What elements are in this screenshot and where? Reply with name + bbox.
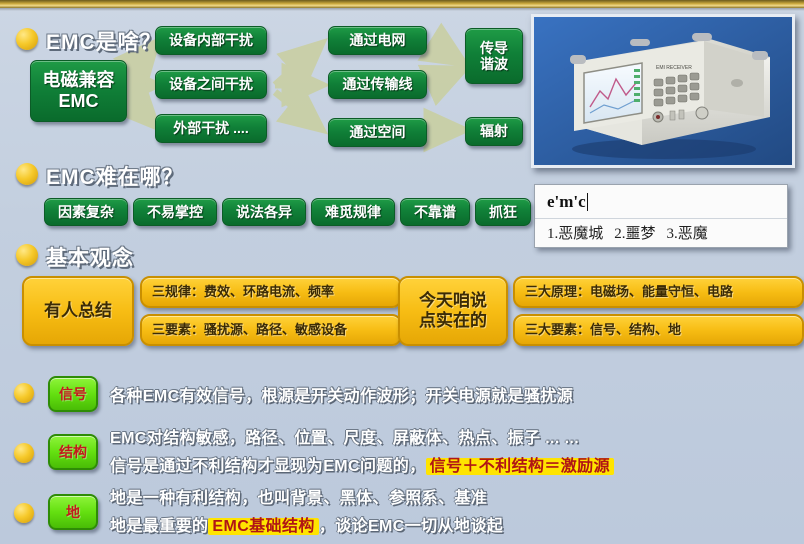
tag-label: 因素复杂 <box>58 203 114 220</box>
diagram-node-via-power-grid[interactable]: 通过电网 <box>328 26 427 55</box>
concept-mid-line2: 点实在的 <box>419 311 487 330</box>
bullet-basic <box>16 244 38 266</box>
concept-row-text: 三要素：骚扰源、路径、敏感设备 <box>152 322 348 338</box>
ime-candidate-window[interactable]: e'm'c 1.恶魔城 2.噩梦 3.恶魔 <box>534 184 788 248</box>
diagram-node-conducted-harmonics[interactable]: 传导 谐波 <box>465 28 523 84</box>
concept-left-row-1[interactable]: 三要素：骚扰源、路径、敏感设备 <box>140 314 402 346</box>
badge-ground[interactable]: 地 <box>48 494 98 530</box>
node-label-line1: 传导 <box>480 39 508 56</box>
bullet-point-ground <box>14 503 34 523</box>
heading-hard: EMC难在哪？ <box>46 166 184 189</box>
diagram-node-between-devices[interactable]: 设备之间干扰 <box>155 70 267 99</box>
point-text: 地是最重要的 <box>110 518 209 535</box>
concept-left-row-0[interactable]: 三规律：费效、环路电流、频率 <box>140 276 402 308</box>
badge-signal[interactable]: 信号 <box>48 376 98 412</box>
node-label-line2: 谐波 <box>480 56 508 72</box>
ime-input-field[interactable]: e'm'c <box>535 185 787 219</box>
point-ground-line-0: 地是一种有利结构，也叫背景、黑体、参照系、基准 <box>110 484 487 508</box>
point-text: 地是一种有利结构，也叫背景、黑体、参照系、基准 <box>110 490 488 507</box>
diagram-root-line2: EMC <box>58 91 99 111</box>
point-structure-line-0: EMC对结构敏感，路径、位置、尺度、屏蔽体、热点、振子 ... ... <box>110 424 579 448</box>
point-structure-line-1: 信号是通过不利结构才显现为EMC问题的，信号＋不利结构＝激励源 <box>110 452 614 476</box>
tag-label: 抓狂 <box>489 203 517 220</box>
difficulty-tag-0[interactable]: 因素复杂 <box>44 198 128 226</box>
ime-candidate-1[interactable]: 1.恶魔城 <box>547 226 604 242</box>
difficulty-tag-4[interactable]: 不靠谱 <box>400 198 470 226</box>
point-text-tail: ，谈论EMC一切从地谈起 <box>318 518 504 535</box>
difficulty-tag-1[interactable]: 不易掌控 <box>133 198 217 226</box>
diagram-node-via-transmission-line[interactable]: 通过传输线 <box>328 70 427 99</box>
difficulty-tag-2[interactable]: 说法各异 <box>222 198 306 226</box>
ime-candidate-3[interactable]: 3.恶魔 <box>666 226 708 242</box>
concept-right-row-0[interactable]: 三大原理：电磁场、能量守恒、电路 <box>513 276 804 308</box>
concept-left-label-text: 有人总结 <box>44 300 112 320</box>
tag-label: 说法各异 <box>236 203 292 220</box>
concept-right-row-1[interactable]: 三大要素：信号、结构、地 <box>513 314 804 346</box>
bullet-point-structure <box>14 443 34 463</box>
badge-label: 地 <box>66 504 80 520</box>
badge-label: 信号 <box>59 386 87 402</box>
svg-text:EMI RECEIVER: EMI RECEIVER <box>656 65 692 71</box>
point-signal-line-0: 各种EMC有效信号，根源是开关动作波形；开关电源就是骚扰源 <box>110 382 573 406</box>
tag-label: 不靠谱 <box>414 203 456 220</box>
heading-what: EMC是啥？ <box>46 31 162 54</box>
tag-label: 不易掌控 <box>147 203 203 220</box>
node-label: 通过电网 <box>349 32 406 49</box>
point-text: 各种EMC有效信号，根源是开关动作波形；开关电源就是骚扰源 <box>110 388 574 405</box>
point-text-highlight: EMC基础结构 <box>208 518 319 535</box>
diagram-root-emc[interactable]: 电磁兼容 EMC <box>30 60 127 122</box>
concept-row-text: 三大要素：信号、结构、地 <box>525 322 682 338</box>
tag-label: 难觅规律 <box>325 203 381 220</box>
node-label: 设备内部干扰 <box>169 32 253 49</box>
bullet-hard <box>16 163 38 185</box>
node-label: 设备之间干扰 <box>169 76 253 93</box>
diagram-node-radiation[interactable]: 辐射 <box>465 117 523 146</box>
badge-label: 结构 <box>59 444 87 460</box>
concept-row-text: 三规律：费效、环路电流、频率 <box>152 284 335 300</box>
heading-basic: 基本观念 <box>46 247 134 270</box>
emi-receiver-photo: EMI RECEIVER <box>531 14 795 168</box>
top-gold-bar <box>0 0 804 8</box>
diagram-node-external-interference[interactable]: 外部干扰 .... <box>155 114 267 143</box>
bullet-point-signal <box>14 383 34 403</box>
concept-row-text: 三大原理：电磁场、能量守恒、电路 <box>525 284 734 300</box>
badge-structure[interactable]: 结构 <box>48 434 98 470</box>
point-text: EMC对结构敏感，路径、位置、尺度、屏蔽体、热点、振子 ... ... <box>110 430 580 447</box>
diagram-root-line1: 电磁兼容 <box>42 70 115 91</box>
node-label: 通过传输线 <box>342 76 413 93</box>
top-bar-shadow <box>0 8 804 11</box>
difficulty-tag-3[interactable]: 难觅规律 <box>311 198 395 226</box>
node-label: 外部干扰 .... <box>173 120 249 137</box>
bullet-what <box>16 28 38 50</box>
diagram-node-internal-interference[interactable]: 设备内部干扰 <box>155 26 267 55</box>
concept-left-label[interactable]: 有人总结 <box>22 276 134 346</box>
ime-candidate-2[interactable]: 2.噩梦 <box>614 226 656 242</box>
point-text: 信号是通过不利结构才显现为EMC问题的， <box>110 458 426 475</box>
node-label: 辐射 <box>480 123 508 140</box>
ime-typed-text: e'm'c <box>547 191 586 211</box>
diagram-node-via-space[interactable]: 通过空间 <box>328 118 427 147</box>
ime-candidate-list[interactable]: 1.恶魔城 2.噩梦 3.恶魔 <box>535 219 787 246</box>
concept-mid-line1: 今天咱说 <box>419 290 487 310</box>
concept-mid-label[interactable]: 今天咱说 点实在的 <box>398 276 508 346</box>
node-label: 通过空间 <box>349 124 406 141</box>
text-caret <box>586 192 588 211</box>
difficulty-tag-5[interactable]: 抓狂 <box>475 198 531 226</box>
point-text-highlight: 信号＋不利结构＝激励源 <box>425 458 614 475</box>
